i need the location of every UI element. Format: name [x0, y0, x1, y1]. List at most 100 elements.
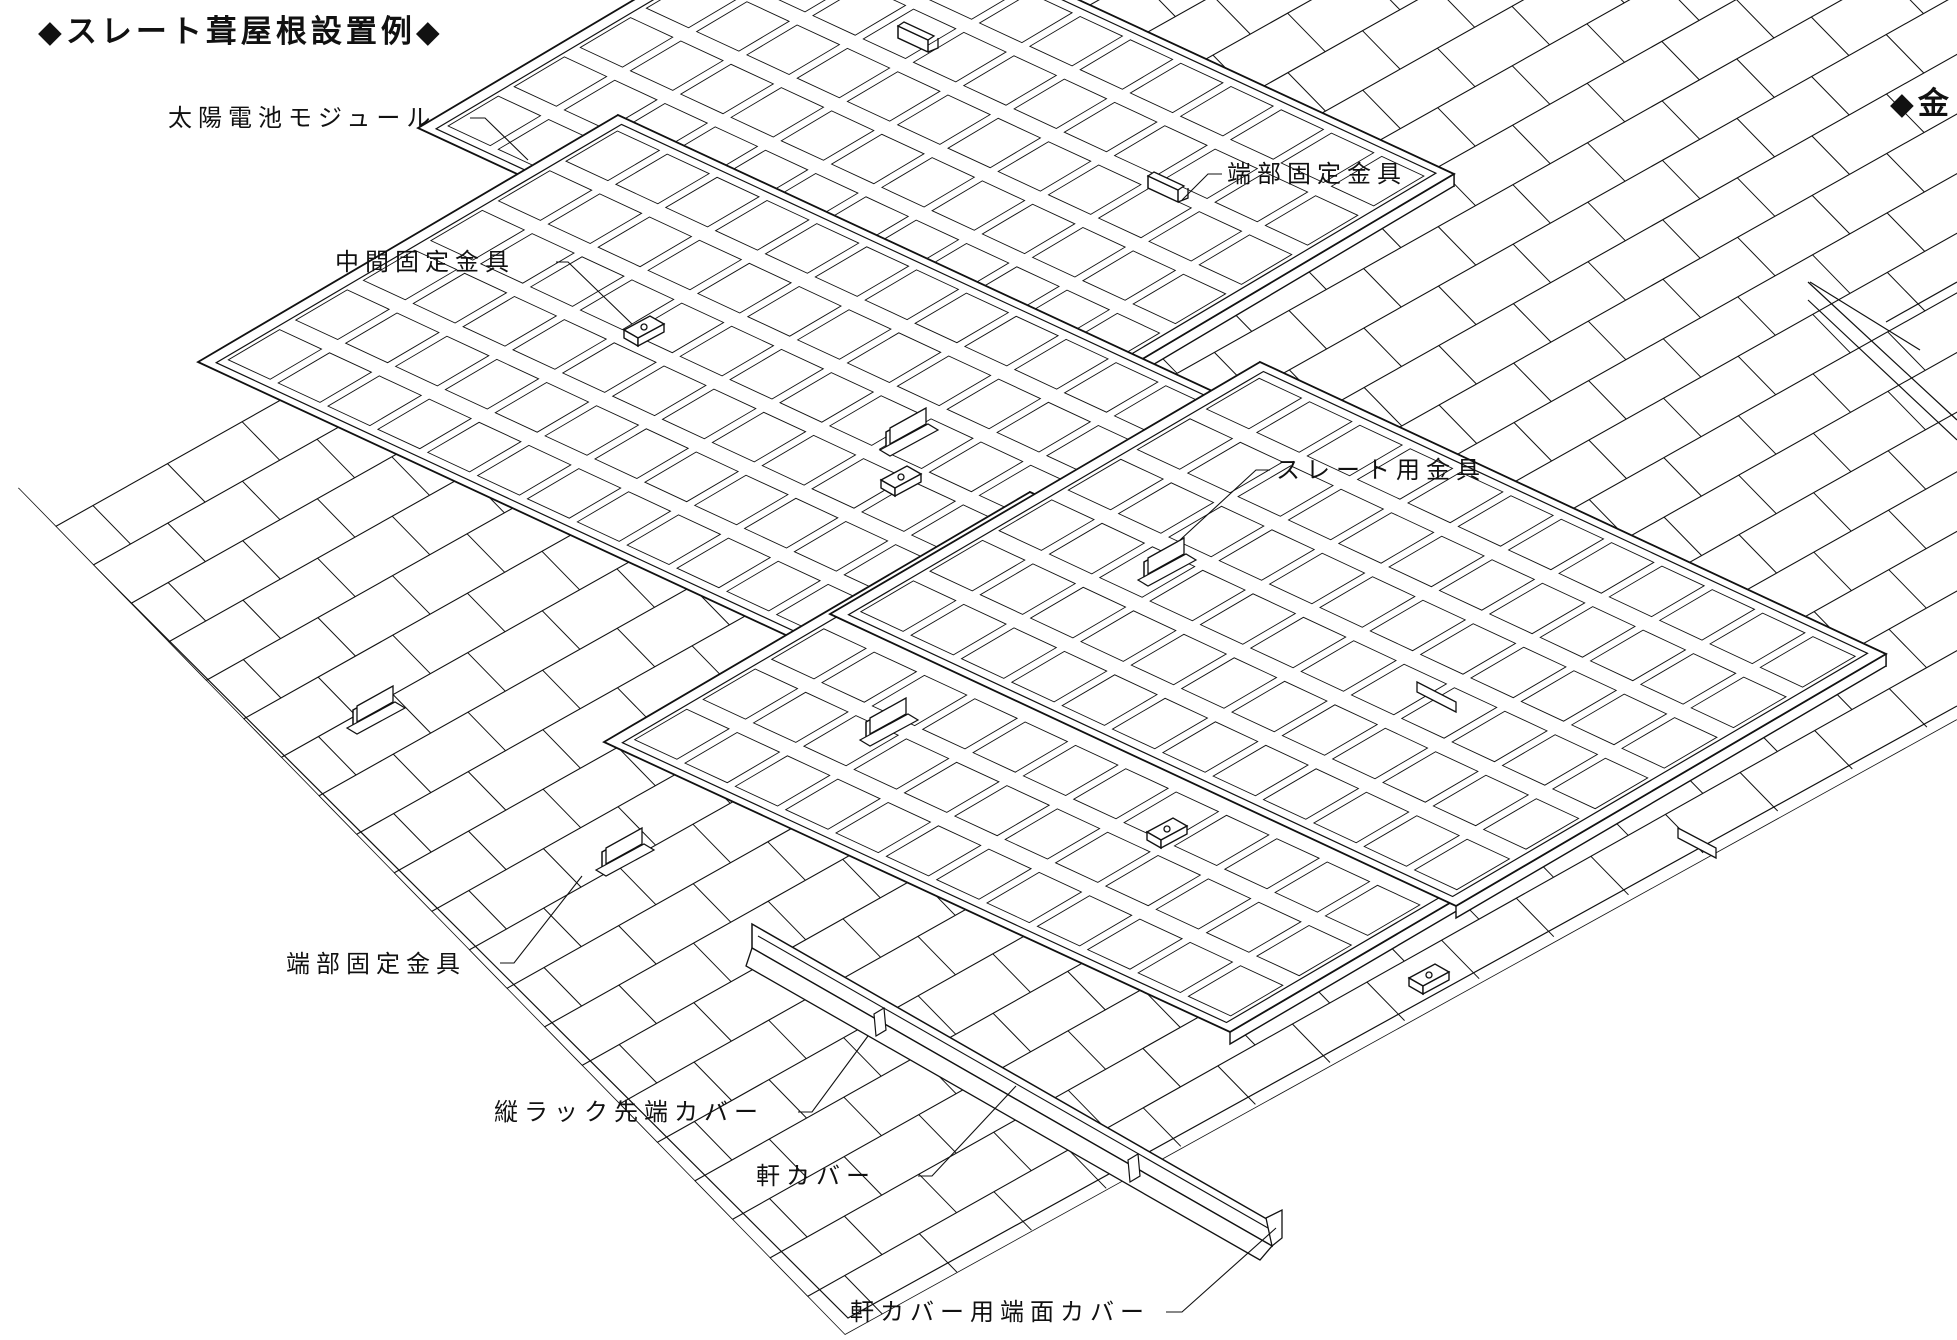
tile-joint: [1588, 439, 1627, 479]
tile-joint: [616, 627, 656, 668]
tile-joint: [1512, 184, 1551, 224]
tile-joint: [1361, 0, 1401, 11]
solar-cell: [1255, 401, 1353, 453]
solar-cell: [743, 497, 839, 549]
solar-cell: [1179, 85, 1275, 137]
solar-cell: [1161, 721, 1259, 773]
solar-cell: [563, 79, 658, 131]
solar-cell: [1079, 39, 1174, 90]
tile-joint: [1888, 688, 1928, 728]
tile-joint: [693, 1002, 732, 1042]
solar-cell: [1028, 15, 1124, 67]
tile-joint: [393, 872, 432, 912]
tile-joint: [1663, 457, 1702, 497]
tile-joint: [393, 813, 432, 853]
solar-cell: [1173, 814, 1270, 867]
solar-cell: [1229, 109, 1325, 160]
diagram-title: ◆スレート葺屋根設置例◆: [38, 14, 444, 50]
tile-joint: [1662, 278, 1701, 319]
slate-bracket-upper: [878, 406, 940, 457]
tile-joint: [1587, 142, 1626, 182]
tile-joint: [1437, 47, 1476, 88]
solar-cell: [579, 279, 675, 331]
solar-cell: [1507, 518, 1605, 571]
tile-joint: [768, 1138, 808, 1178]
tile-joint: [1737, 296, 1776, 336]
tile-joint: [1513, 362, 1552, 402]
solar-cell: [821, 651, 918, 703]
end-clamp-right-2: [1677, 826, 1717, 860]
solar-cell: [812, 0, 907, 36]
solar-cell: [1457, 495, 1555, 547]
roof-eave-edge-inner: [27, 499, 1957, 1319]
tile-joint: [1887, 450, 1927, 490]
solar-cell: [1608, 565, 1706, 618]
detail-fragment-line: [1885, 281, 1957, 323]
tile-joint: [1739, 772, 1779, 812]
solar-cell: [1589, 629, 1687, 682]
tile-joint: [769, 1198, 808, 1238]
tile-joint: [1812, 313, 1851, 354]
tile-joint: [1437, 107, 1476, 147]
tile-joint: [241, 421, 281, 461]
solar-cell: [1155, 878, 1252, 930]
tile-joint: [1738, 415, 1777, 455]
roof-gable-line: [1807, 281, 1957, 421]
tile-joint: [1513, 303, 1552, 343]
tile-joint: [1811, 76, 1850, 116]
solar-cell: [294, 289, 391, 341]
tile-joint: [1588, 380, 1627, 420]
solar-cell: [611, 365, 707, 417]
solar-cell: [910, 603, 1007, 656]
tile-joint: [1363, 387, 1403, 427]
tile-joint: [1737, 355, 1777, 396]
solar-cell: [929, 539, 1026, 592]
tile-joint: [1292, 1023, 1331, 1063]
solar-cell: [594, 428, 690, 480]
tile-joint: [317, 676, 357, 716]
solar-cell: [778, 0, 826, 13]
solar-cell: [928, 0, 1005, 20]
solar-cell: [846, 71, 941, 122]
bracket-flange: [889, 406, 927, 446]
solar-cell: [1205, 901, 1302, 953]
tile-joint: [1814, 730, 1853, 770]
tile-joint: [1738, 474, 1777, 515]
solar-cell: [1407, 471, 1504, 524]
solar-cell: [1264, 195, 1359, 246]
tile-joint: [1438, 345, 1477, 385]
leader-line: [556, 261, 633, 325]
solar-cell: [579, 17, 674, 68]
module-frame: [828, 360, 1888, 908]
solar-cell: [513, 56, 608, 107]
label-eave-cover: 軒カバー: [756, 1162, 876, 1190]
solar-cell: [1205, 377, 1303, 430]
tile-joint: [1515, 897, 1555, 938]
tile-joint: [767, 841, 806, 881]
tile-joint: [843, 1037, 882, 1077]
leader-lines: [470, 117, 1957, 1313]
tile-joint: [92, 564, 132, 604]
solar-cell: [979, 563, 1077, 615]
tile-joint: [1067, 1030, 1106, 1070]
tile-joint: [542, 729, 581, 769]
solar-cell: [1274, 861, 1371, 913]
solar-cell: [784, 778, 881, 830]
tile-joint: [1885, 0, 1924, 14]
solar-cell: [1086, 918, 1184, 970]
solar-cell: [864, 269, 960, 321]
solar-cell: [1369, 599, 1467, 652]
solar-cell: [494, 381, 590, 433]
module-right: [828, 360, 1888, 920]
tile-joint: [918, 1173, 957, 1214]
tile-joint: [1811, 195, 1851, 235]
tile-joint: [1587, 201, 1626, 242]
solar-cell: [1081, 250, 1177, 301]
solar-cell: [1281, 704, 1379, 756]
tile-joint: [542, 669, 581, 710]
tile-joint: [1813, 492, 1852, 532]
solar-cell: [1331, 727, 1429, 780]
tile-joint: [167, 522, 206, 562]
tile-joint: [1142, 1107, 1182, 1147]
